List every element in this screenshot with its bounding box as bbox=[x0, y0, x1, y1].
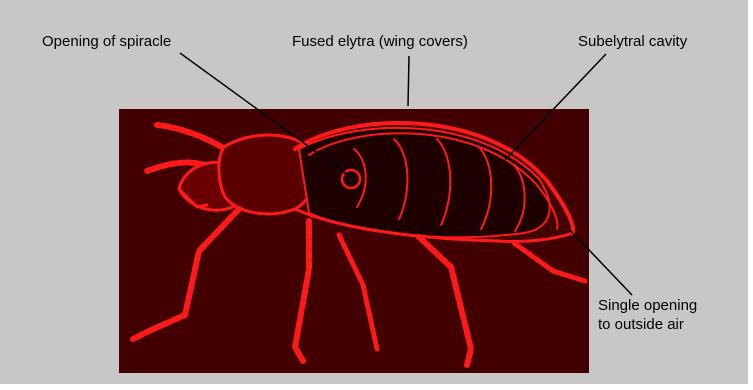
leader-line-elytra bbox=[408, 56, 409, 106]
label-opening-of-spiracle: Opening of spiracle bbox=[42, 32, 171, 51]
label-subelytral-cavity: Subelytral cavity bbox=[578, 32, 687, 51]
label-single-opening-line1: Single opening bbox=[598, 296, 697, 315]
label-single-opening: Single opening to outside air bbox=[598, 296, 697, 334]
label-single-opening-line2: to outside air bbox=[598, 315, 697, 334]
label-fused-elytra: Fused elytra (wing covers) bbox=[292, 32, 468, 51]
beetle-illustration bbox=[119, 109, 589, 373]
